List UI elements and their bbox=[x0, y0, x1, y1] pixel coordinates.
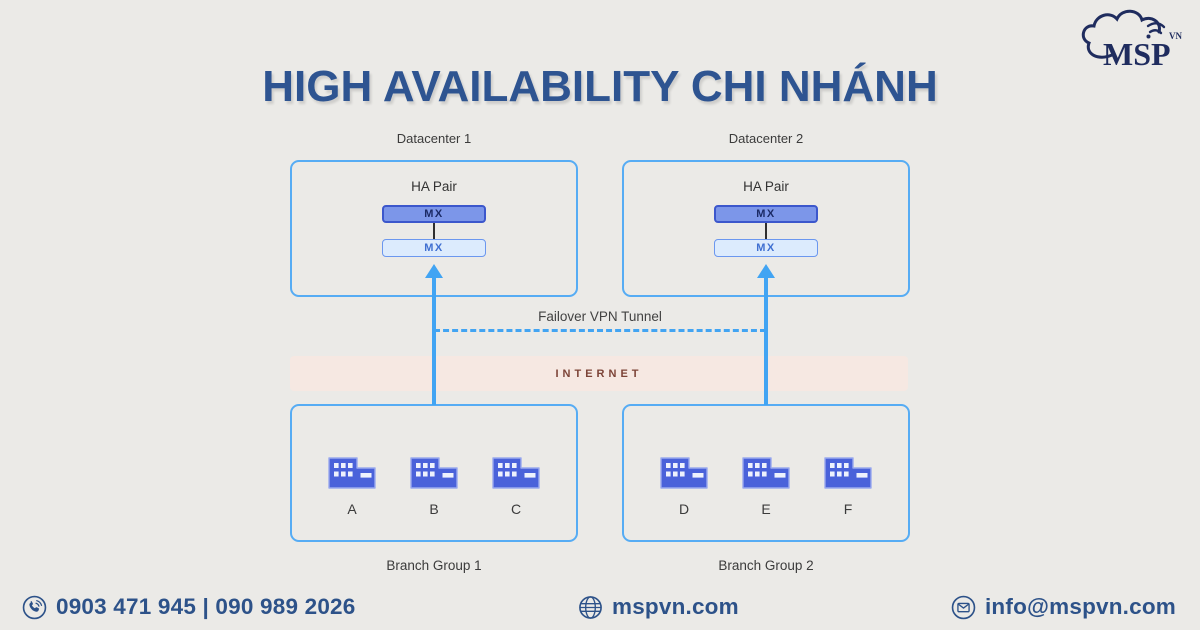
branch-site-label: F bbox=[843, 501, 853, 517]
mx-label: MX bbox=[424, 242, 444, 254]
ha-pair-label: HA Pair bbox=[743, 179, 789, 194]
internet-label: INTERNET bbox=[555, 367, 643, 380]
globe-icon bbox=[579, 595, 602, 619]
branch-group-1-box: A B C bbox=[290, 404, 578, 542]
uplink-line-left bbox=[432, 277, 436, 405]
footer-website: mspvn.com bbox=[578, 590, 739, 624]
branch-site: F bbox=[816, 453, 880, 517]
building-icon bbox=[410, 457, 458, 489]
branch-site: D bbox=[652, 453, 716, 517]
datacenter-2-box: HA Pair MX MX bbox=[622, 160, 910, 297]
mx-appliance-primary: MX bbox=[382, 205, 486, 223]
uplink-line-right bbox=[764, 277, 768, 405]
branch-site-label: B bbox=[429, 501, 439, 517]
branch-site-label: E bbox=[761, 501, 771, 517]
msp-logo: MSP VN bbox=[1076, 5, 1188, 79]
building-icon bbox=[492, 457, 540, 489]
building-icon bbox=[328, 457, 376, 489]
building-icon bbox=[660, 457, 708, 489]
phone-icon bbox=[22, 595, 47, 619]
failover-vpn-tunnel-dashed-line bbox=[434, 329, 766, 332]
ha-link-connector bbox=[765, 223, 767, 240]
branch-row: A B C bbox=[292, 453, 576, 517]
mx-appliance-secondary: MX bbox=[382, 239, 486, 257]
footer-website-url: mspvn.com bbox=[612, 594, 739, 619]
uplink-arrowhead-left bbox=[425, 264, 443, 278]
internet-band: INTERNET bbox=[290, 356, 908, 391]
branch-group-2-caption: Branch Group 2 bbox=[718, 558, 814, 573]
building-icon bbox=[742, 457, 790, 489]
mx-appliance-secondary: MX bbox=[714, 239, 818, 257]
footer-phone-numbers: 0903 471 945 | 090 989 2026 bbox=[56, 594, 356, 619]
datacenter-1-box: HA Pair MX MX bbox=[290, 160, 578, 297]
footer-email-address: info@mspvn.com bbox=[984, 594, 1176, 619]
mx-label: MX bbox=[424, 208, 444, 220]
mx-label: MX bbox=[756, 242, 776, 254]
footer-email: info@mspvn.com bbox=[951, 590, 1176, 624]
branch-site-label: C bbox=[510, 501, 522, 517]
logo-wordmark: MSP bbox=[1103, 36, 1171, 72]
cloud-logo-icon: MSP VN bbox=[1081, 9, 1182, 72]
branch-row: D E F bbox=[624, 453, 908, 517]
failover-vpn-tunnel-label: Failover VPN Tunnel bbox=[538, 309, 662, 324]
branch-group-2-box: D E F bbox=[622, 404, 910, 542]
branch-site: B bbox=[402, 453, 466, 517]
datacenter-1-caption: Datacenter 1 bbox=[396, 131, 472, 146]
building-icon bbox=[824, 457, 872, 489]
mx-label: MX bbox=[756, 208, 776, 220]
branch-site: C bbox=[484, 453, 548, 517]
datacenter-2-caption: Datacenter 2 bbox=[728, 131, 804, 146]
uplink-arrowhead-right bbox=[757, 264, 775, 278]
mx-appliance-primary: MX bbox=[714, 205, 818, 223]
email-icon bbox=[951, 595, 976, 619]
page-title: HIGH AVAILABILITY CHI NHÁNH bbox=[262, 62, 938, 111]
branch-site: A bbox=[320, 453, 384, 517]
logo-region-label: VN bbox=[1169, 31, 1182, 41]
footer-phone: 0903 471 945 | 090 989 2026 bbox=[22, 590, 355, 624]
branch-site-label: A bbox=[347, 501, 357, 517]
ha-link-connector bbox=[433, 223, 435, 240]
branch-site-label: D bbox=[678, 501, 690, 517]
ha-pair-label: HA Pair bbox=[411, 179, 457, 194]
branch-group-1-caption: Branch Group 1 bbox=[386, 558, 482, 573]
branch-site: E bbox=[734, 453, 798, 517]
